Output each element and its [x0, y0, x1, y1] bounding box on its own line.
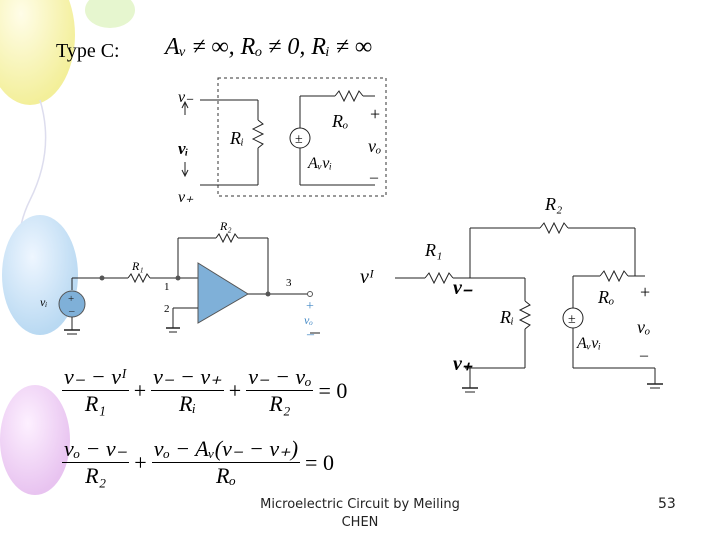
eq-r2-resistor	[539, 221, 569, 235]
slide-footer: Microelectric Circuit by Meiling CHEN	[260, 497, 460, 530]
eq2-t2-numerator: vₒ − Aᵥ(v₋ − v₊)	[151, 436, 301, 463]
eq2-rhs: = 0	[305, 449, 334, 475]
eq-v-plus-label: v₊	[453, 353, 473, 375]
eq2-t1-denominator: R₂	[85, 463, 107, 488]
eq1-plus-2: +	[228, 377, 242, 403]
pin-2-label: 2	[164, 303, 170, 315]
src-minus-sign: –	[68, 305, 75, 317]
eq2-term-2: vₒ − Aᵥ(v₋ − v₊) Rₒ	[151, 436, 301, 489]
eq-vi-label: vᴵ	[360, 266, 375, 288]
eq1-term-1: v₋ − vᴵ R₁	[62, 364, 129, 417]
eq1-term-3: v₋ − vₒ R₂	[246, 364, 314, 417]
eq2-t1-numerator: vₒ − v₋	[62, 436, 130, 463]
eq-v-minus-label: v₋	[453, 277, 473, 299]
eq2-term-1: vₒ − v₋ R₂	[62, 436, 130, 489]
pin-1-label: 1	[164, 281, 170, 293]
eq1-t3-denominator: R₂	[269, 391, 291, 416]
eq-vo-label: vₒ	[637, 317, 650, 337]
opamp-r2-label: R₂	[219, 219, 232, 233]
eq-ro-label: Rₒ	[597, 287, 614, 307]
eq1-term-2: v₋ − v₊ Rᵢ	[151, 364, 224, 417]
model-dashed-box	[217, 77, 387, 197]
model-source-sign: ±	[295, 132, 303, 147]
eq1-rhs: = 0	[318, 377, 348, 403]
eq-ri-label: Rᵢ	[499, 307, 514, 327]
model-plus-sign: +	[370, 104, 380, 124]
out-vo-label: vₒ	[304, 313, 313, 327]
model-ri-label: Rᵢ	[229, 128, 244, 148]
model-gain-label: Aᵥvᵢ	[307, 155, 332, 172]
eq2-plus-1: +	[134, 449, 147, 475]
eq1-t1-numerator: v₋ − vᴵ	[62, 364, 129, 391]
model-ro-label: Rₒ	[331, 111, 348, 131]
node-equation-1: v₋ − vᴵ R₁ + v₋ − v₊ Rᵢ + v₋ − vₒ R₂ = 0	[62, 364, 352, 417]
inverting-opamp-circuit: R₂ R₁ vᵢ 1 2 3 + – + vₒ –	[40, 219, 320, 342]
pink-balloon-icon	[0, 385, 70, 495]
eq1-t3-numerator: v₋ − vₒ	[246, 364, 314, 391]
out-minus-sign: –	[306, 327, 315, 342]
eq-source-sign: ±	[568, 312, 576, 327]
r1-resistor	[127, 272, 151, 284]
opamp-r1-label: R₁	[131, 259, 144, 273]
green-balloon-icon	[85, 0, 135, 28]
opamp-triangle-icon	[197, 262, 249, 324]
eq-ri-resistor	[518, 300, 532, 330]
eq1-plus-1: +	[133, 377, 147, 403]
model-minus-sign: –	[369, 169, 379, 186]
eq1-t2-numerator: v₋ − v₊	[151, 364, 224, 391]
opamp-vi-label: vᵢ	[40, 295, 47, 309]
eq-plus-sign: +	[640, 282, 650, 302]
eq2-t2-denominator: Rₒ	[216, 463, 236, 488]
src-plus-sign: +	[68, 293, 74, 305]
equivalent-circuit-diagram: R₂ R₁ vᴵ v₋ Rᵢ ± Rₒ + vₒ Aᵥvᵢ – v₊	[360, 194, 663, 393]
ro-resistor	[334, 89, 364, 103]
eq1-t2-denominator: Rᵢ	[179, 391, 196, 416]
node-equation-2: vₒ − v₋ R₂ + vₒ − Aᵥ(v₋ − v₊) Rₒ = 0	[62, 436, 339, 489]
eq-r1-resistor	[424, 271, 454, 285]
eq1-t1-denominator: R₁	[84, 391, 106, 416]
eq-r1-label: R₁	[424, 240, 442, 260]
ri-resistor	[251, 119, 265, 149]
opamp-model-diagram: v₋ vᵢ v₊ Rᵢ ± Rₒ + Aᵥvᵢ vₒ –	[178, 77, 387, 206]
eq-minus-sign: –	[639, 347, 649, 364]
model-vo-label: vₒ	[368, 136, 381, 156]
model-v-minus: v₋	[178, 89, 194, 106]
page-number: 53	[658, 496, 676, 512]
model-v-plus: v₊	[178, 189, 194, 206]
eq-r2-label: R₂	[544, 194, 562, 214]
slide-title: Type C:	[56, 40, 120, 62]
pin-3-label: 3	[286, 277, 292, 289]
eq-gain-label: Aᵥvᵢ	[576, 335, 601, 352]
out-plus-sign: +	[306, 299, 314, 314]
eq-ro-resistor	[599, 269, 629, 283]
type-c-condition: Aᵥ ≠ ∞, Rₒ ≠ 0, Rᵢ ≠ ∞	[165, 34, 373, 60]
r2-resistor	[215, 232, 239, 244]
model-v-i: vᵢ	[178, 139, 189, 158]
